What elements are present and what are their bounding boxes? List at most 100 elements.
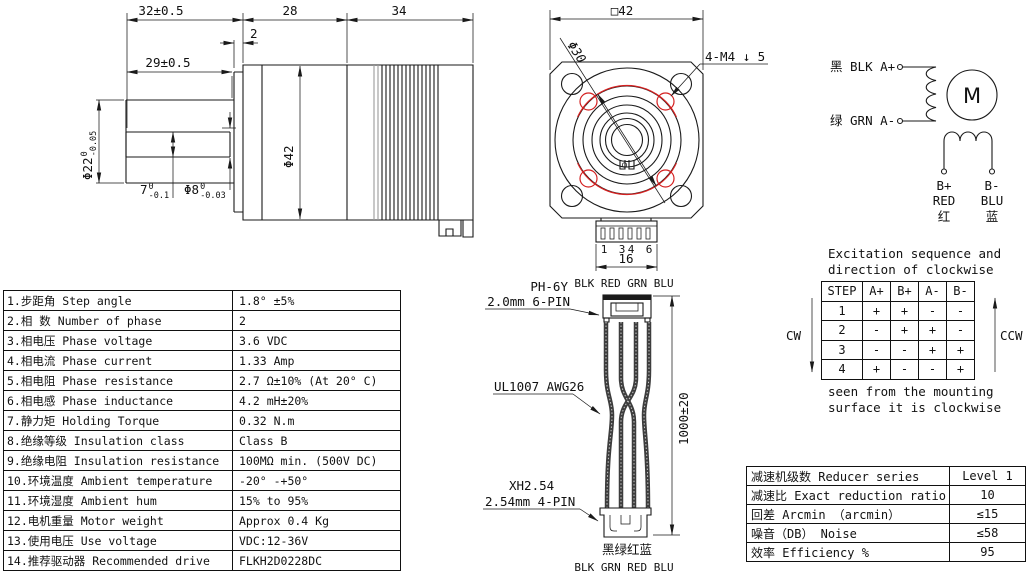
mounting-hole [579,169,598,188]
excitation-note-line2: direction of clockwise [828,261,994,277]
reducer-row: 噪音（DB） Noise≤58 [746,523,1026,543]
wiring-diagram: 黑 BLK A+ 绿 GRN A- M B+ B- RED BLU 红 蓝 CW… [786,59,1023,373]
mounting-hole [579,92,598,111]
lead-b-plus-label: B+ [936,178,951,193]
lead-wire [641,322,652,509]
mounting-note-line2: surface it is clockwise [828,399,1002,415]
dim-pin-span: 16 [618,251,633,266]
terminal [988,168,996,175]
cable-bottom-connector [599,507,652,538]
excitation-header-cell: B- [946,281,975,302]
terminal [940,168,948,175]
dim-shaft-diameter: Φ80-0.03 [184,182,226,201]
mounting-note-line1: seen from the mounting [828,384,994,399]
phase-a-coil [903,66,937,122]
bottom-connector-pitch: 2.54mm 4-PIN [485,494,575,509]
cable-colors-cn: 黑绿红蓝 [602,542,652,557]
lead-a-plus-label: 黑 BLK A+ [830,59,895,74]
terminal [896,63,904,71]
cable-colors-en: BLK GRN RED BLU [574,561,673,574]
pilot-boss [233,71,243,213]
lead-b-minus-cn: 蓝 [986,209,999,224]
label-mounting-holes: 4-M4 ↓ 5 [705,49,765,64]
pin-number: 6 [646,243,653,256]
rear-connector [438,220,474,238]
excitation-row: 2 - + + - [821,320,975,341]
cable-drawing: 1000±20 PH-6Y 2.0mm 6-PIN UL1007 AWG26 X… [483,279,691,574]
dim-gearbox-length: 28 [282,3,297,18]
excitation-row: 1 + + - - [821,300,975,321]
bottom-connector-type: XH2.54 [509,478,554,493]
excitation-header-cell: A+ [862,281,891,302]
side-view-drawing: 32±0.5 28 34 2 29±0.5 Φ220-0.05 Φ42 70-0… [80,3,474,238]
dim-pilot-depth: 2 [250,26,258,41]
lead-b-plus-color: RED [933,193,956,208]
pin-number: 3 [619,243,626,256]
front-view-drawing: Φ30 4-M4 ↓ 5 □42 1 3 4 6 16 BLK RED GRN … [549,3,768,290]
excitation-header-cell: STEP [821,281,863,302]
flange-outline [549,61,704,219]
spec-row: 10.环境温度 Ambient temperature-20° -+50° [3,470,401,491]
excitation-header-row: STEP A+ B+ A- B- [821,281,975,302]
lead-a-minus-label: 绿 GRN A- [830,113,895,128]
dim-cable-length: 1000±20 [676,392,691,445]
cw-label: CW [786,328,802,343]
wire-spec-label: UL1007 AWG26 [494,379,584,394]
pin-number: 1 [601,243,608,256]
dim-flange-square: □42 [611,3,634,18]
pin-number: 4 [628,243,635,256]
dim-shaft-flat: 70-0.1 [140,182,169,201]
boss-cylinder [125,99,234,184]
header-connector [595,220,658,243]
dim-overall-length: 32±0.5 [138,3,183,18]
dim-shaft-length: 29±0.5 [145,55,190,70]
top-connector-type: PH-6Y [530,279,568,294]
excitation-header-cell: B+ [890,281,919,302]
ccw-label: CCW [1000,328,1023,343]
terminal [896,117,904,125]
excitation-row: 3 - - + + [821,339,975,360]
excitation-table: STEP A+ B+ A- B- 1 + + - - 2 - + + - 3 -… [821,281,975,380]
connector-wire-colors: BLK RED GRN BLU [574,277,673,290]
dim-motor-length: 34 [391,3,406,18]
shaft-clip [619,160,635,170]
bolt-circle [577,84,677,196]
reducer-row: 效率 Efficiency %95 [746,542,1026,562]
motor-symbol: M [963,84,981,108]
dim-boss-diameter: Φ220-0.05 [80,131,99,180]
excitation-note: Excitation sequence and direction of clo… [828,246,1001,277]
mounting-note: seen from the mounting surface it is clo… [828,384,1001,415]
lead-b-minus-label: B- [984,178,999,193]
dim-body-diameter: Φ42 [281,145,296,168]
lead-b-minus-color: BLU [981,193,1004,208]
mounting-hole [656,169,675,188]
excitation-row: 4 + - - + [821,359,975,380]
top-connector-pitch: 2.0mm 6-PIN [487,294,570,309]
excitation-header-cell: A- [918,281,947,302]
motor-fins [373,65,379,220]
excitation-note-line1: Excitation sequence and [828,246,1002,261]
reducer-row: 回差 Arcmin （arcmin）≤15 [746,504,1026,524]
phase-b-coil [943,131,993,169]
output-shaft [125,131,231,158]
mounting-hole [656,92,675,111]
